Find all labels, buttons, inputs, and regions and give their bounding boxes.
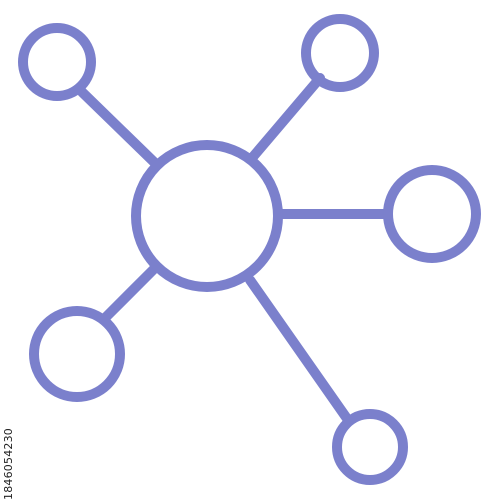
connector-top-left xyxy=(77,87,160,168)
node-top-left xyxy=(18,23,96,101)
node-top-right xyxy=(301,14,379,92)
stock-id-watermark: 1846054230 xyxy=(2,428,15,500)
node-bottom-right xyxy=(332,409,408,485)
connector-bottom-left xyxy=(100,263,160,323)
connector-top-right xyxy=(247,73,325,163)
center-node xyxy=(131,140,283,292)
node-bottom-left xyxy=(29,306,125,402)
connector-bottom-right xyxy=(245,275,353,425)
node-right xyxy=(383,165,481,263)
